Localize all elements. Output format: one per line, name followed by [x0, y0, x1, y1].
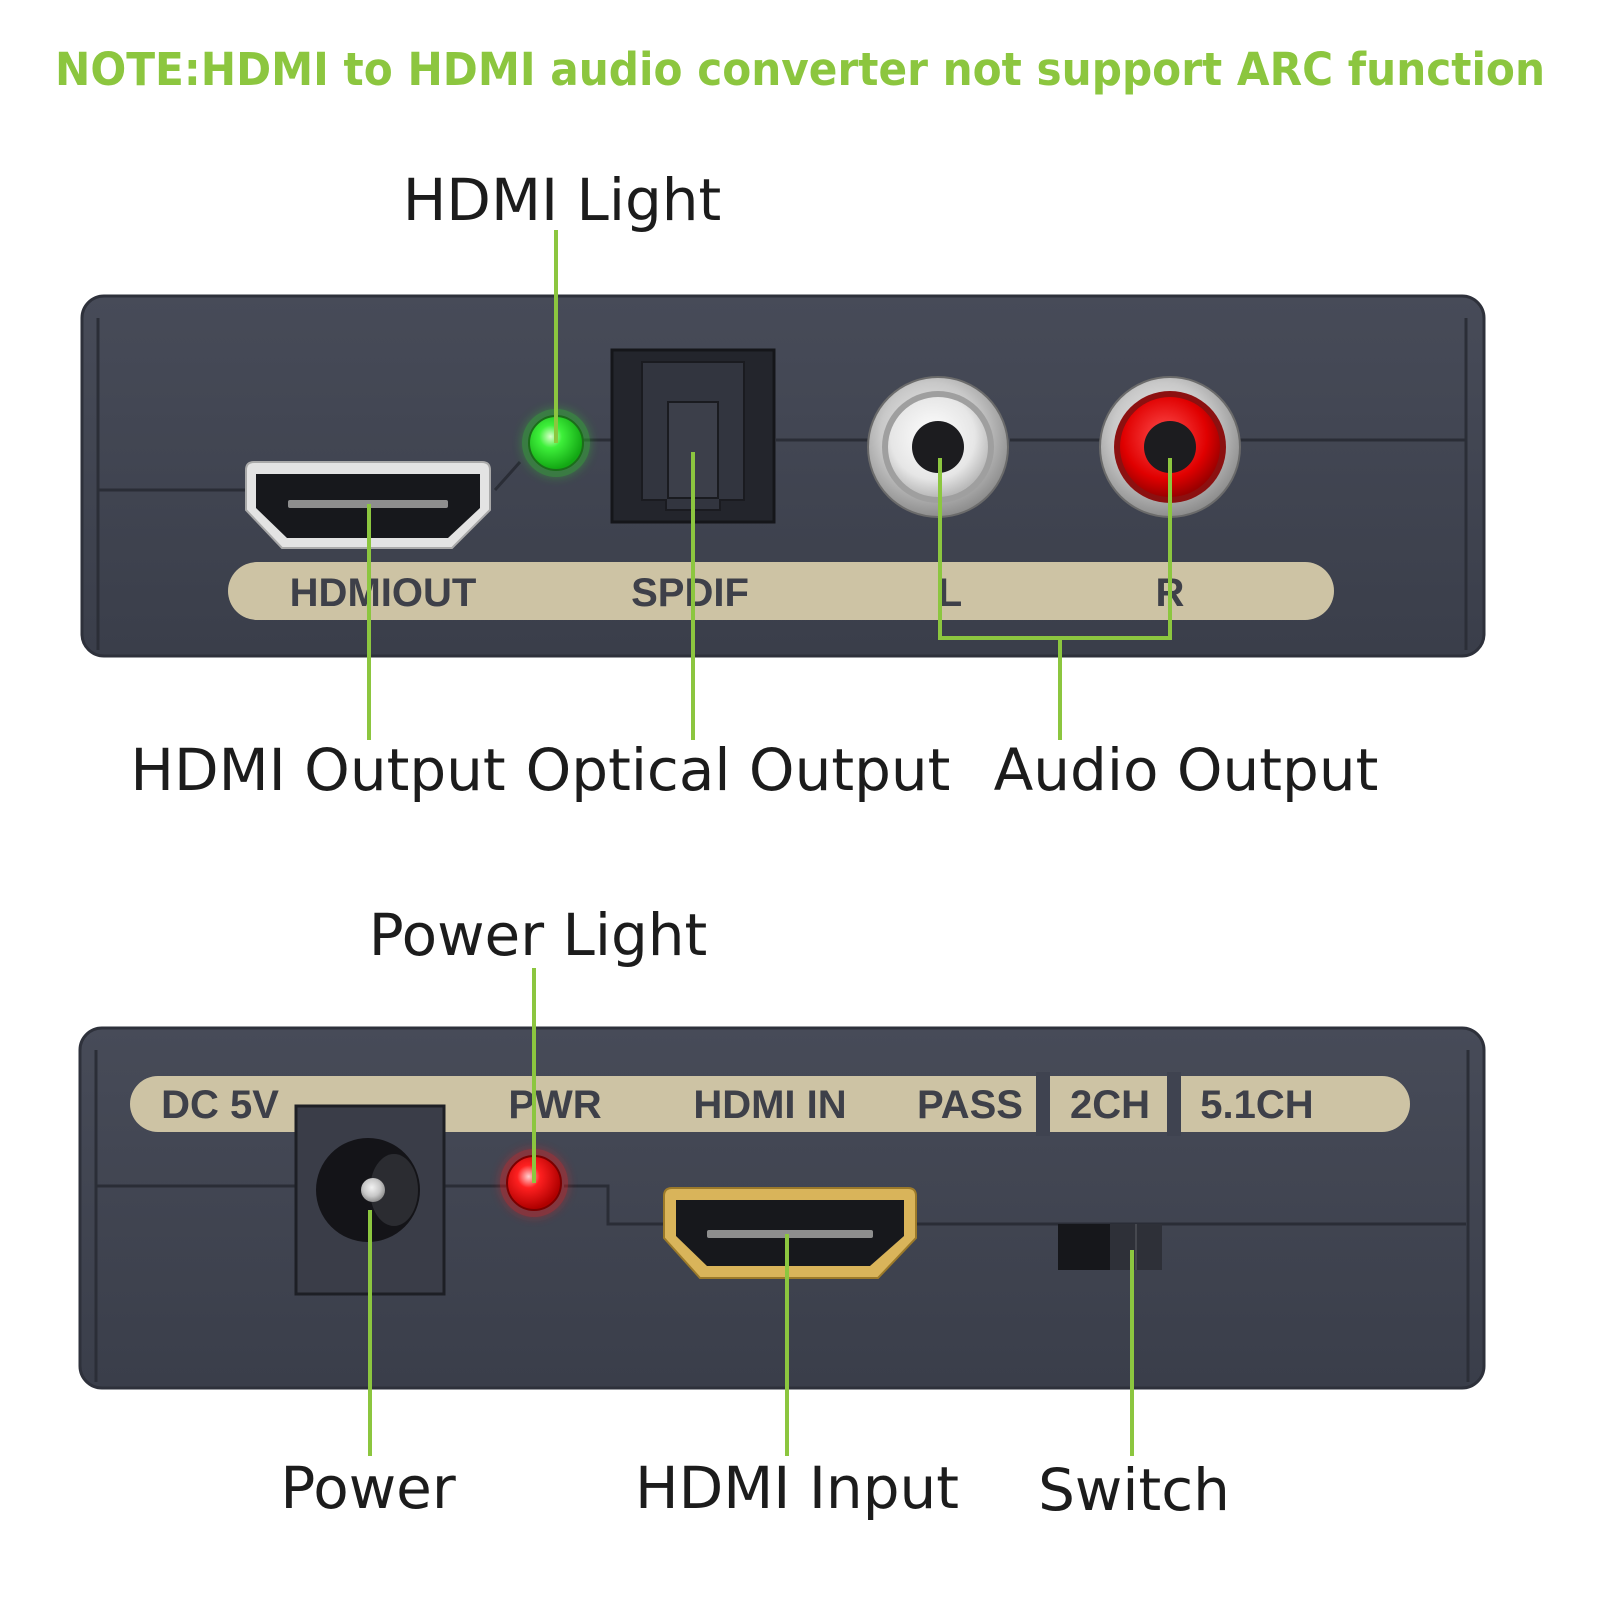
- callout-power: Power: [280, 1454, 456, 1522]
- top-seam-lines: [98, 438, 1466, 492]
- mode-slide-switch[interactable]: [1058, 1224, 1162, 1270]
- bottom-panel: DC 5V PWR HDMI IN PASS 2CH 5.1CH: [78, 1026, 1486, 1390]
- label-dc5v: DC 5V: [161, 1083, 279, 1127]
- callout-hdmi-input: HDMI Input: [635, 1454, 959, 1522]
- rca-left-white-jack[interactable]: [867, 376, 1009, 518]
- note-text: NOTE:HDMI to HDMI audio converter not su…: [55, 43, 1545, 96]
- label-spdif: SPDIF: [631, 571, 749, 615]
- label-hdmi-out: HDMIOUT: [290, 571, 477, 615]
- callout-hdmi-light: HDMI Light: [403, 166, 722, 234]
- top-callout-lines: [367, 230, 1172, 740]
- bottom-label-plate: [130, 1076, 1410, 1132]
- label-5-1ch: 5.1CH: [1200, 1083, 1313, 1127]
- top-label-plate: [228, 562, 1334, 620]
- label-pass: PASS: [917, 1083, 1023, 1127]
- line-audio-output: [938, 458, 1172, 740]
- label-2ch: 2CH: [1070, 1083, 1150, 1127]
- bottom-panel-edge: [94, 1050, 1470, 1382]
- callout-audio-output: Audio Output: [994, 736, 1379, 804]
- callout-hdmi-output: HDMI Output: [130, 736, 505, 804]
- rca-right-red-jack[interactable]: [1099, 376, 1241, 518]
- top-panel-edge: [96, 318, 1468, 650]
- label-pwr: PWR: [508, 1083, 601, 1127]
- top-panel: HDMIOUT SPDIF L R: [80, 294, 1486, 658]
- hdmi-in-port[interactable]: [663, 1187, 917, 1279]
- bottom-seam-lines: [96, 1184, 1466, 1226]
- callout-power-light: Power Light: [369, 901, 708, 969]
- plate-divider-2: [1167, 1072, 1181, 1136]
- plate-divider-1: [1036, 1072, 1050, 1136]
- bottom-callout-lines: [368, 968, 1134, 1456]
- callout-switch: Switch: [1038, 1456, 1230, 1524]
- label-hdmi-in: HDMI IN: [693, 1083, 846, 1127]
- dc-power-jack[interactable]: [294, 1104, 446, 1296]
- callout-optical-output: Optical Output: [526, 736, 951, 804]
